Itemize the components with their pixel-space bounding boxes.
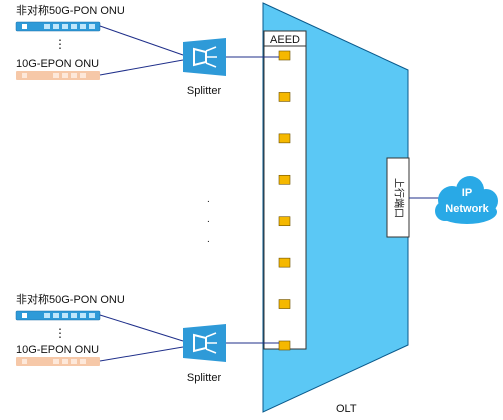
onu-group-top: 非对称50G-PON ONU ⋮ 10G-EPON ONU — [15, 3, 279, 97]
middle-ellipsis-1: . — [207, 194, 210, 205]
pon-port-2[interactable] — [278, 92, 291, 102]
pon-port-5[interactable] — [278, 216, 291, 227]
fiber-link — [99, 25, 184, 56]
cloud-label-ip: IP — [462, 187, 472, 199]
cloud-icon — [435, 176, 498, 224]
olt-label: OLT — [336, 403, 357, 415]
aeed-card-label: AEED — [270, 34, 300, 46]
onu-top-label: 非对称50G-PON ONU — [16, 3, 125, 17]
onu-bottom-label: 10G-EPON ONU — [16, 344, 99, 356]
cloud-label-network: Network — [445, 203, 489, 215]
pon-port-3[interactable] — [278, 133, 291, 144]
onu-bottom-label: 10G-EPON ONU — [16, 58, 99, 70]
onu-device-icon[interactable] — [16, 71, 100, 80]
onu-ellipsis: ⋮ — [54, 326, 66, 340]
pon-port-8[interactable] — [278, 340, 291, 351]
middle-ellipsis-3: . — [207, 234, 210, 245]
splitter-label: Splitter — [187, 372, 222, 384]
middle-ellipsis-2: . — [207, 214, 210, 225]
pon-port-column — [278, 50, 291, 351]
fiber-link — [99, 314, 184, 342]
onu-device-icon[interactable] — [15, 310, 101, 321]
onu-device-icon[interactable] — [16, 357, 100, 366]
pon-port-1[interactable] — [278, 50, 291, 61]
fiber-link — [99, 59, 184, 76]
splitter-label: Splitter — [187, 85, 222, 97]
onu-group-bottom: 非对称50G-PON ONU ⋮ 10G-EPON ONU — [15, 292, 279, 384]
onu-ellipsis: ⋮ — [54, 37, 66, 51]
uplink-port-label: 上行端口 — [392, 178, 405, 218]
splitter-icon[interactable] — [183, 324, 226, 362]
splitter-icon[interactable] — [183, 38, 226, 76]
pon-port-7[interactable] — [278, 299, 291, 309]
aeed-card — [263, 30, 307, 350]
pon-port-4[interactable] — [278, 174, 291, 185]
onu-device-icon[interactable] — [15, 21, 101, 32]
fiber-link — [99, 346, 184, 362]
onu-top-label: 非对称50G-PON ONU — [16, 292, 125, 306]
pon-port-6[interactable] — [278, 257, 291, 268]
